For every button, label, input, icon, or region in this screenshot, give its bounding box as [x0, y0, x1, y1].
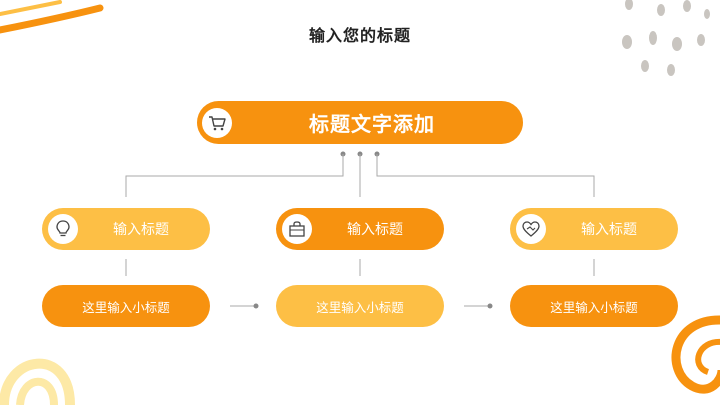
column-1-subtitle: 这里输入小标题 [82, 299, 170, 315]
column-2-subtitle: 这里输入小标题 [316, 299, 404, 315]
column-2-title: 输入标题 [347, 222, 403, 238]
column-2-title-pill: 输入标题 [276, 208, 444, 250]
column-2-subtitle-pill: 这里输入小标题 [276, 285, 444, 327]
shopping-cart-icon [202, 107, 232, 138]
handshake-heart-icon [516, 214, 546, 244]
column-3-title-pill: 输入标题 [510, 208, 678, 250]
main-title-label: 标题文字添加 [309, 112, 435, 136]
page-title: 输入您的标题 [308, 26, 411, 45]
shopping-bag-icon [282, 214, 312, 244]
bottom-left-swirl-decoration [0, 358, 75, 405]
top-left-brush-decoration [0, 0, 104, 34]
main-title-pill: 标题文字添加 [197, 101, 523, 144]
bottom-right-swirl-decoration [671, 315, 720, 394]
column-3-subtitle: 这里输入小标题 [550, 299, 638, 315]
column-3-title: 输入标题 [581, 222, 637, 238]
column-1-title-pill: 输入标题 [42, 208, 210, 250]
top-right-dots-decoration [622, 0, 710, 76]
column-3-subtitle-pill: 这里输入小标题 [510, 285, 678, 327]
column-1-title: 输入标题 [113, 222, 169, 238]
column-1-subtitle-pill: 这里输入小标题 [42, 285, 210, 327]
lightbulb-icon [48, 214, 78, 244]
